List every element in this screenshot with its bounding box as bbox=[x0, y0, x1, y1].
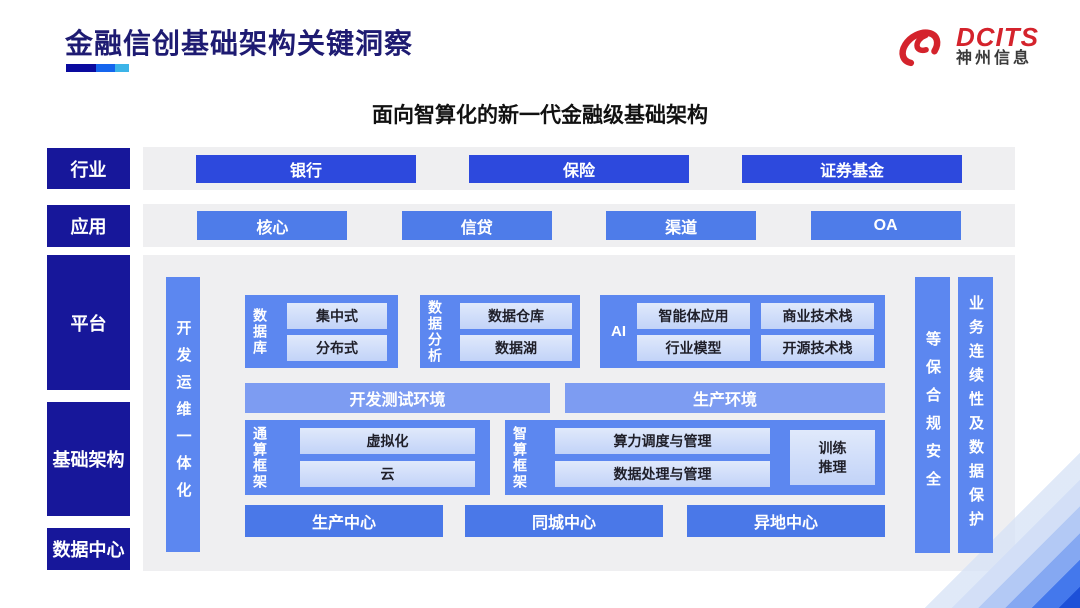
general-item-cloud: 云 bbox=[300, 461, 475, 487]
side-label-application: 应用 bbox=[47, 205, 130, 247]
application-item-oa: OA bbox=[810, 211, 961, 240]
industry-item-bank: 银行 bbox=[196, 154, 416, 183]
industry-item-securities: 证券基金 bbox=[742, 154, 962, 183]
logo-text: DCITS 神州信息 bbox=[956, 21, 1039, 68]
database-group-label: 数据库 bbox=[252, 307, 268, 356]
side-label-platform: 平台 bbox=[47, 255, 130, 390]
side-label-datacenter: 数据中心 bbox=[47, 528, 130, 570]
application-item-channel: 渠道 bbox=[606, 211, 757, 240]
platform-panel: 开发运维一体化 数据库 集中式 分布式 数据分析 数据仓库 数据湖 AI 智能体… bbox=[143, 255, 1015, 571]
underline-segment-dark bbox=[66, 64, 96, 72]
logo-brand: DCITS bbox=[956, 21, 1039, 52]
intelligent-framework-label: 智算框架 bbox=[512, 425, 528, 490]
page-title: 金融信创基础架构关键洞察 bbox=[65, 28, 414, 59]
ai-item-agent-apps: 智能体应用 bbox=[637, 303, 750, 329]
center-same-city: 同城中心 bbox=[465, 505, 663, 537]
ai-item-industry-models: 行业模型 bbox=[637, 335, 750, 361]
analytics-item-warehouse: 数据仓库 bbox=[460, 303, 572, 329]
general-item-virtualization: 虚拟化 bbox=[300, 428, 475, 454]
general-framework-label: 通算框架 bbox=[252, 425, 268, 490]
analytics-group-label: 数据分析 bbox=[427, 299, 443, 364]
logo-company: 神州信息 bbox=[956, 50, 1033, 68]
dev-test-environment-bar: 开发测试环境 bbox=[245, 383, 550, 413]
database-item-centralized: 集中式 bbox=[287, 303, 387, 329]
side-label-infrastructure: 基础架构 bbox=[47, 402, 130, 516]
business-continuity-bar: 业务连续性及数据保护 bbox=[958, 277, 993, 553]
analytics-group: 数据分析 数据仓库 数据湖 bbox=[420, 295, 580, 368]
ai-group: AI 智能体应用 商业技术栈 行业模型 开源技术栈 bbox=[600, 295, 885, 368]
diagram-title: 面向智算化的新一代金融级基础架构 bbox=[372, 104, 708, 127]
intelligent-item-data-mgmt: 数据处理与管理 bbox=[555, 461, 770, 487]
application-row: 核心 信贷 渠道 OA bbox=[143, 204, 1015, 247]
general-framework-group: 通算框架 虚拟化 云 bbox=[245, 420, 490, 495]
side-label-industry: 行业 bbox=[47, 148, 130, 189]
center-remote: 异地中心 bbox=[687, 505, 885, 537]
center-production: 生产中心 bbox=[245, 505, 443, 537]
industry-row: 银行 保险 证券基金 bbox=[143, 147, 1015, 190]
production-environment-bar: 生产环境 bbox=[565, 383, 885, 413]
analytics-item-lake: 数据湖 bbox=[460, 335, 572, 361]
application-item-credit: 信贷 bbox=[401, 211, 552, 240]
industry-item-insurance: 保险 bbox=[469, 154, 689, 183]
ai-item-opensource-stack: 开源技术栈 bbox=[761, 335, 874, 361]
dcits-swirl-icon bbox=[899, 29, 941, 67]
ai-item-commercial-stack: 商业技术栈 bbox=[761, 303, 874, 329]
underline-segment-blue bbox=[96, 64, 115, 72]
dcits-logo: DCITS 神州信息 bbox=[893, 18, 1039, 74]
devops-bar: 开发运维一体化 bbox=[166, 277, 200, 552]
application-item-core: 核心 bbox=[197, 211, 348, 240]
intelligent-item-train-infer: 训练推理 bbox=[790, 430, 875, 485]
database-group: 数据库 集中式 分布式 bbox=[245, 295, 398, 368]
security-compliance-bar: 等保合规安全 bbox=[915, 277, 950, 553]
intelligent-item-scheduling: 算力调度与管理 bbox=[555, 428, 770, 454]
title-underline bbox=[66, 64, 129, 72]
underline-segment-cyan bbox=[115, 64, 129, 72]
intelligent-framework-group: 智算框架 算力调度与管理 数据处理与管理 训练推理 bbox=[505, 420, 885, 495]
database-item-distributed: 分布式 bbox=[287, 335, 387, 361]
ai-group-label: AI bbox=[611, 323, 626, 340]
